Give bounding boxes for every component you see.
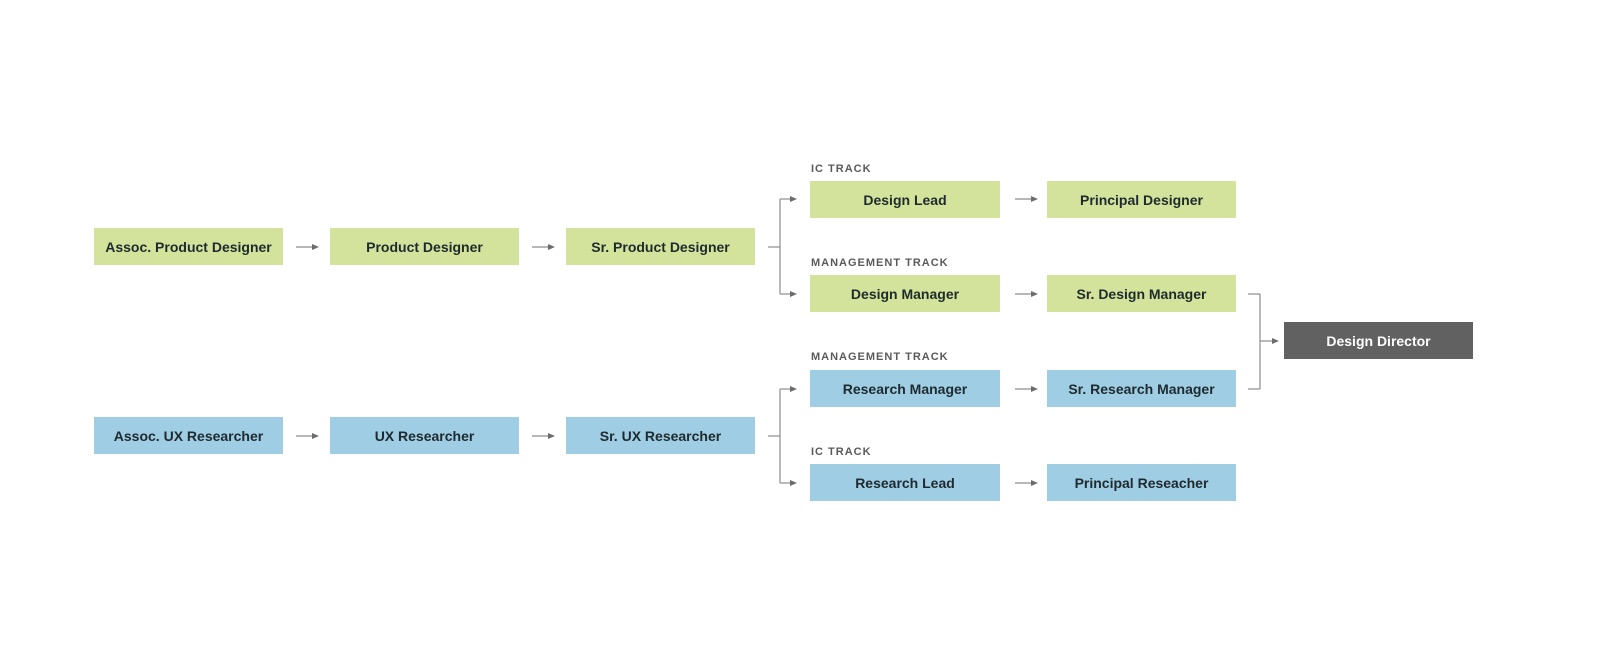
role-sr-product-designer: Sr. Product Designer (566, 228, 755, 265)
merge-to-director (1248, 293, 1279, 390)
arrow-research-lead-to-principal (1015, 480, 1038, 486)
arrow-research-manager-to-sr (1015, 386, 1038, 392)
role-ux-researcher: UX Researcher (330, 417, 519, 454)
role-product-designer: Product Designer (330, 228, 519, 265)
arrow-design-manager-to-sr (1015, 291, 1038, 297)
arrow-assoc-to-ux-researcher (296, 433, 319, 439)
arrow-design-lead-to-principal (1015, 196, 1038, 202)
role-design-director: Design Director (1284, 322, 1473, 359)
label-design-ic-track: IC TRACK (811, 163, 872, 175)
role-assoc-product-designer: Assoc. Product Designer (94, 228, 283, 265)
role-design-lead: Design Lead (810, 181, 1000, 218)
role-principal-designer: Principal Designer (1047, 181, 1236, 218)
branch-sr-ux-researcher (768, 386, 797, 486)
arrow-assoc-to-product-designer (296, 244, 319, 250)
role-research-lead: Research Lead (810, 464, 1000, 501)
arrow-product-to-sr-product-designer (532, 244, 555, 250)
arrow-ux-to-sr-ux-researcher (532, 433, 555, 439)
role-sr-research-manager: Sr. Research Manager (1047, 370, 1236, 407)
branch-sr-product-designer (768, 196, 797, 297)
role-design-manager: Design Manager (810, 275, 1000, 312)
role-sr-ux-researcher: Sr. UX Researcher (566, 417, 755, 454)
role-sr-design-manager: Sr. Design Manager (1047, 275, 1236, 312)
label-design-management-track: MANAGEMENT TRACK (811, 257, 949, 269)
label-research-ic-track: IC TRACK (811, 446, 872, 458)
label-research-management-track: MANAGEMENT TRACK (811, 351, 949, 363)
role-assoc-ux-researcher: Assoc. UX Researcher (94, 417, 283, 454)
role-research-manager: Research Manager (810, 370, 1000, 407)
role-principal-researcher: Principal Reseacher (1047, 464, 1236, 501)
